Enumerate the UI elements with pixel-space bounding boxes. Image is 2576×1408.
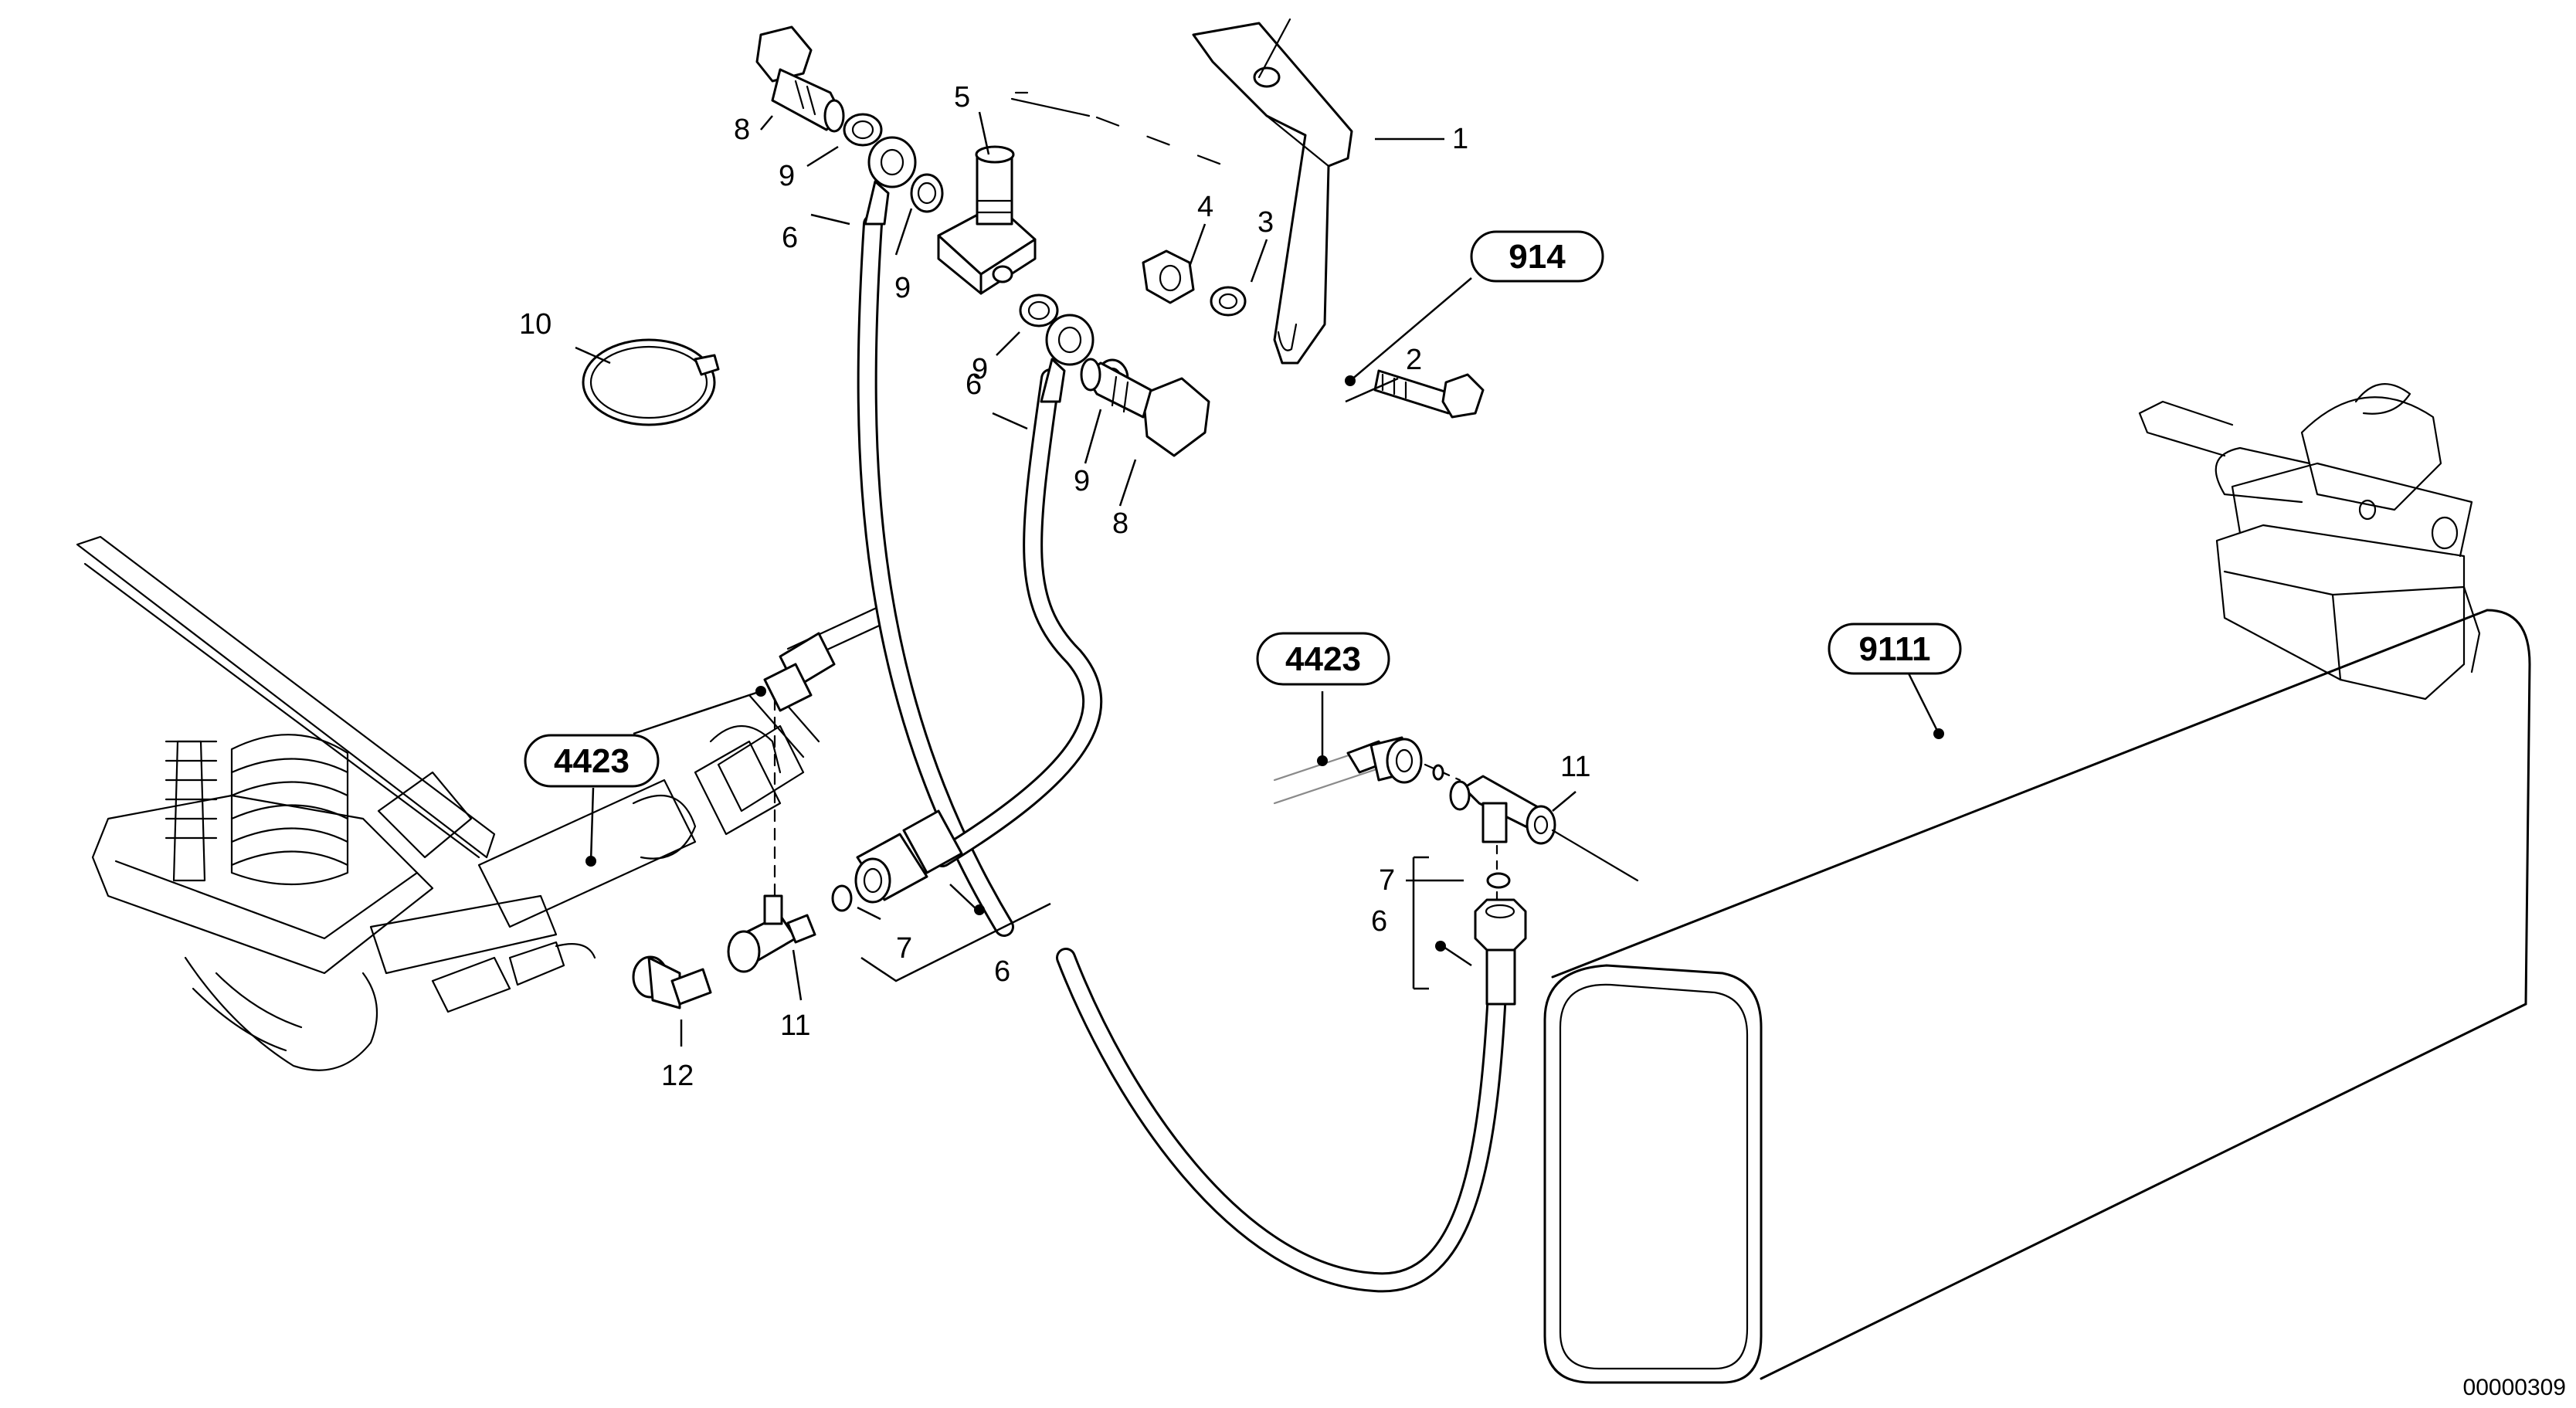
reference-badges: 914 4423 4423 9111 [524, 230, 1962, 788]
hose-end-middle [854, 809, 963, 904]
callout-4: 4 [1197, 191, 1213, 223]
callout-6-top: 6 [782, 222, 798, 254]
part-7-oring-left [831, 884, 853, 912]
svg-text:9111: 9111 [1858, 630, 1930, 668]
callout-9-c: 9 [972, 353, 988, 385]
part-5-valve-block [937, 145, 1037, 295]
part-1-bracket [1192, 18, 1353, 365]
document-number: 00000309 [2463, 1375, 2566, 1400]
pipe-4423-right [1273, 736, 1461, 805]
callout-6-bottom: 6 [994, 955, 1010, 988]
hose-6-middle [932, 368, 1103, 867]
part-11-tee-right [1449, 775, 1639, 882]
part-11-tee-left [727, 894, 816, 973]
svg-text:914: 914 [1509, 238, 1566, 276]
callout-6-middle: 6 [966, 368, 982, 401]
pedal-assembly [76, 535, 898, 1071]
callout-labels: 1 2 3 4 5 6 6 6 6 7 7 8 8 9 9 9 9 10 11 … [519, 81, 1590, 1092]
banjo-eye-top [864, 136, 917, 226]
part-12-elbow [632, 955, 712, 1009]
callout-6-right: 6 [1371, 905, 1387, 938]
part-3-washer [1210, 286, 1247, 317]
part-8-banjo-bolt-top [755, 25, 845, 133]
hose-6-lower [1056, 948, 1509, 1293]
part-4-nut [1142, 249, 1195, 304]
callout-9-d: 9 [1074, 465, 1090, 497]
ref-badge-914 [1470, 230, 1604, 283]
callout-8-top: 8 [734, 114, 750, 146]
callout-12: 12 [661, 1060, 694, 1092]
part-9-washer-2 [910, 173, 944, 213]
part-9-washer-1 [843, 113, 883, 147]
part-8-banjo-bolt-bottom [1080, 358, 1210, 457]
hose-end-right [1474, 898, 1527, 1006]
callout-3: 3 [1257, 206, 1274, 239]
callout-10: 10 [519, 308, 552, 341]
callout-8-bottom: 8 [1112, 507, 1128, 540]
tank-9111 [1543, 383, 2531, 1384]
callout-1: 1 [1452, 123, 1468, 155]
part-7-oring-right [1486, 872, 1511, 889]
callout-5: 5 [954, 81, 970, 114]
ref-badge-9111 [1828, 623, 1962, 675]
part-2-bolt [1373, 369, 1485, 419]
callout-7-right: 7 [1379, 864, 1395, 897]
svg-text:4423: 4423 [1285, 640, 1361, 678]
part-10-hose-clamp [582, 338, 720, 426]
part-9-washer-3 [1019, 293, 1059, 327]
banjo-eye-middle [1040, 314, 1095, 403]
callout-2: 2 [1406, 344, 1422, 376]
ref-badge-4423-right [1256, 632, 1390, 686]
ref-badge-4423-left [524, 734, 660, 788]
callout-11-left: 11 [780, 1009, 810, 1042]
leader-lines [575, 111, 1944, 1047]
callout-9-a: 9 [779, 160, 795, 192]
callout-7-left: 7 [896, 932, 912, 965]
svg-text:4423: 4423 [554, 742, 630, 780]
callout-11-right: 11 [1560, 751, 1590, 783]
callout-9-b: 9 [894, 272, 911, 304]
